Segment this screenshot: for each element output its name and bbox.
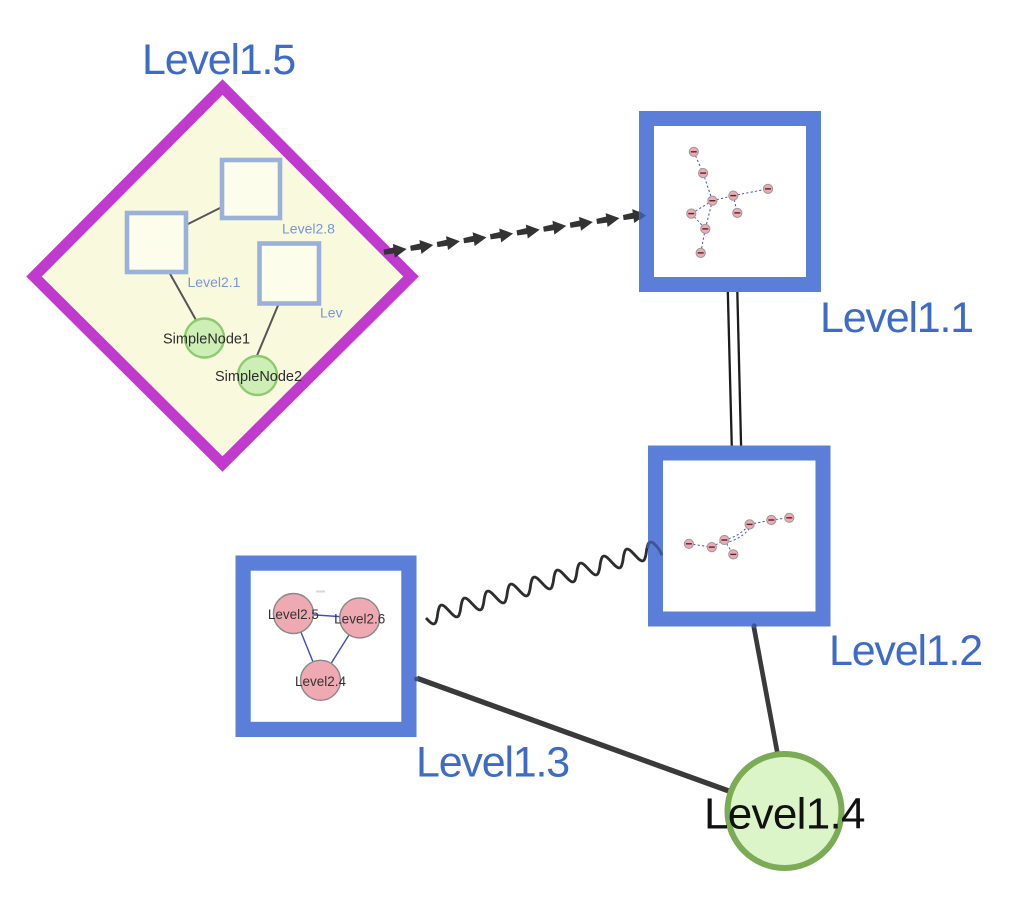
svg-text:Level1.3: Level1.3: [416, 739, 569, 787]
svg-text:Level2.6: Level2.6: [334, 612, 385, 627]
svg-text:SimpleNode2: SimpleNode2: [215, 369, 302, 385]
svg-text:Level1.4: Level1.4: [704, 790, 865, 839]
svg-text:Level2.5: Level2.5: [268, 607, 319, 622]
svg-text:Level2.8: Level2.8: [282, 221, 335, 237]
svg-text:Level1.5: Level1.5: [142, 36, 295, 84]
svg-text:Level2.4: Level2.4: [295, 674, 347, 689]
svg-text:Level2.1: Level2.1: [188, 274, 241, 290]
svg-text:SimpleNode1: SimpleNode1: [163, 332, 250, 348]
svg-text:Level1.2: Level1.2: [829, 627, 982, 675]
svg-text:Level1.1: Level1.1: [820, 294, 973, 342]
svg-text:Lev: Lev: [320, 305, 343, 321]
